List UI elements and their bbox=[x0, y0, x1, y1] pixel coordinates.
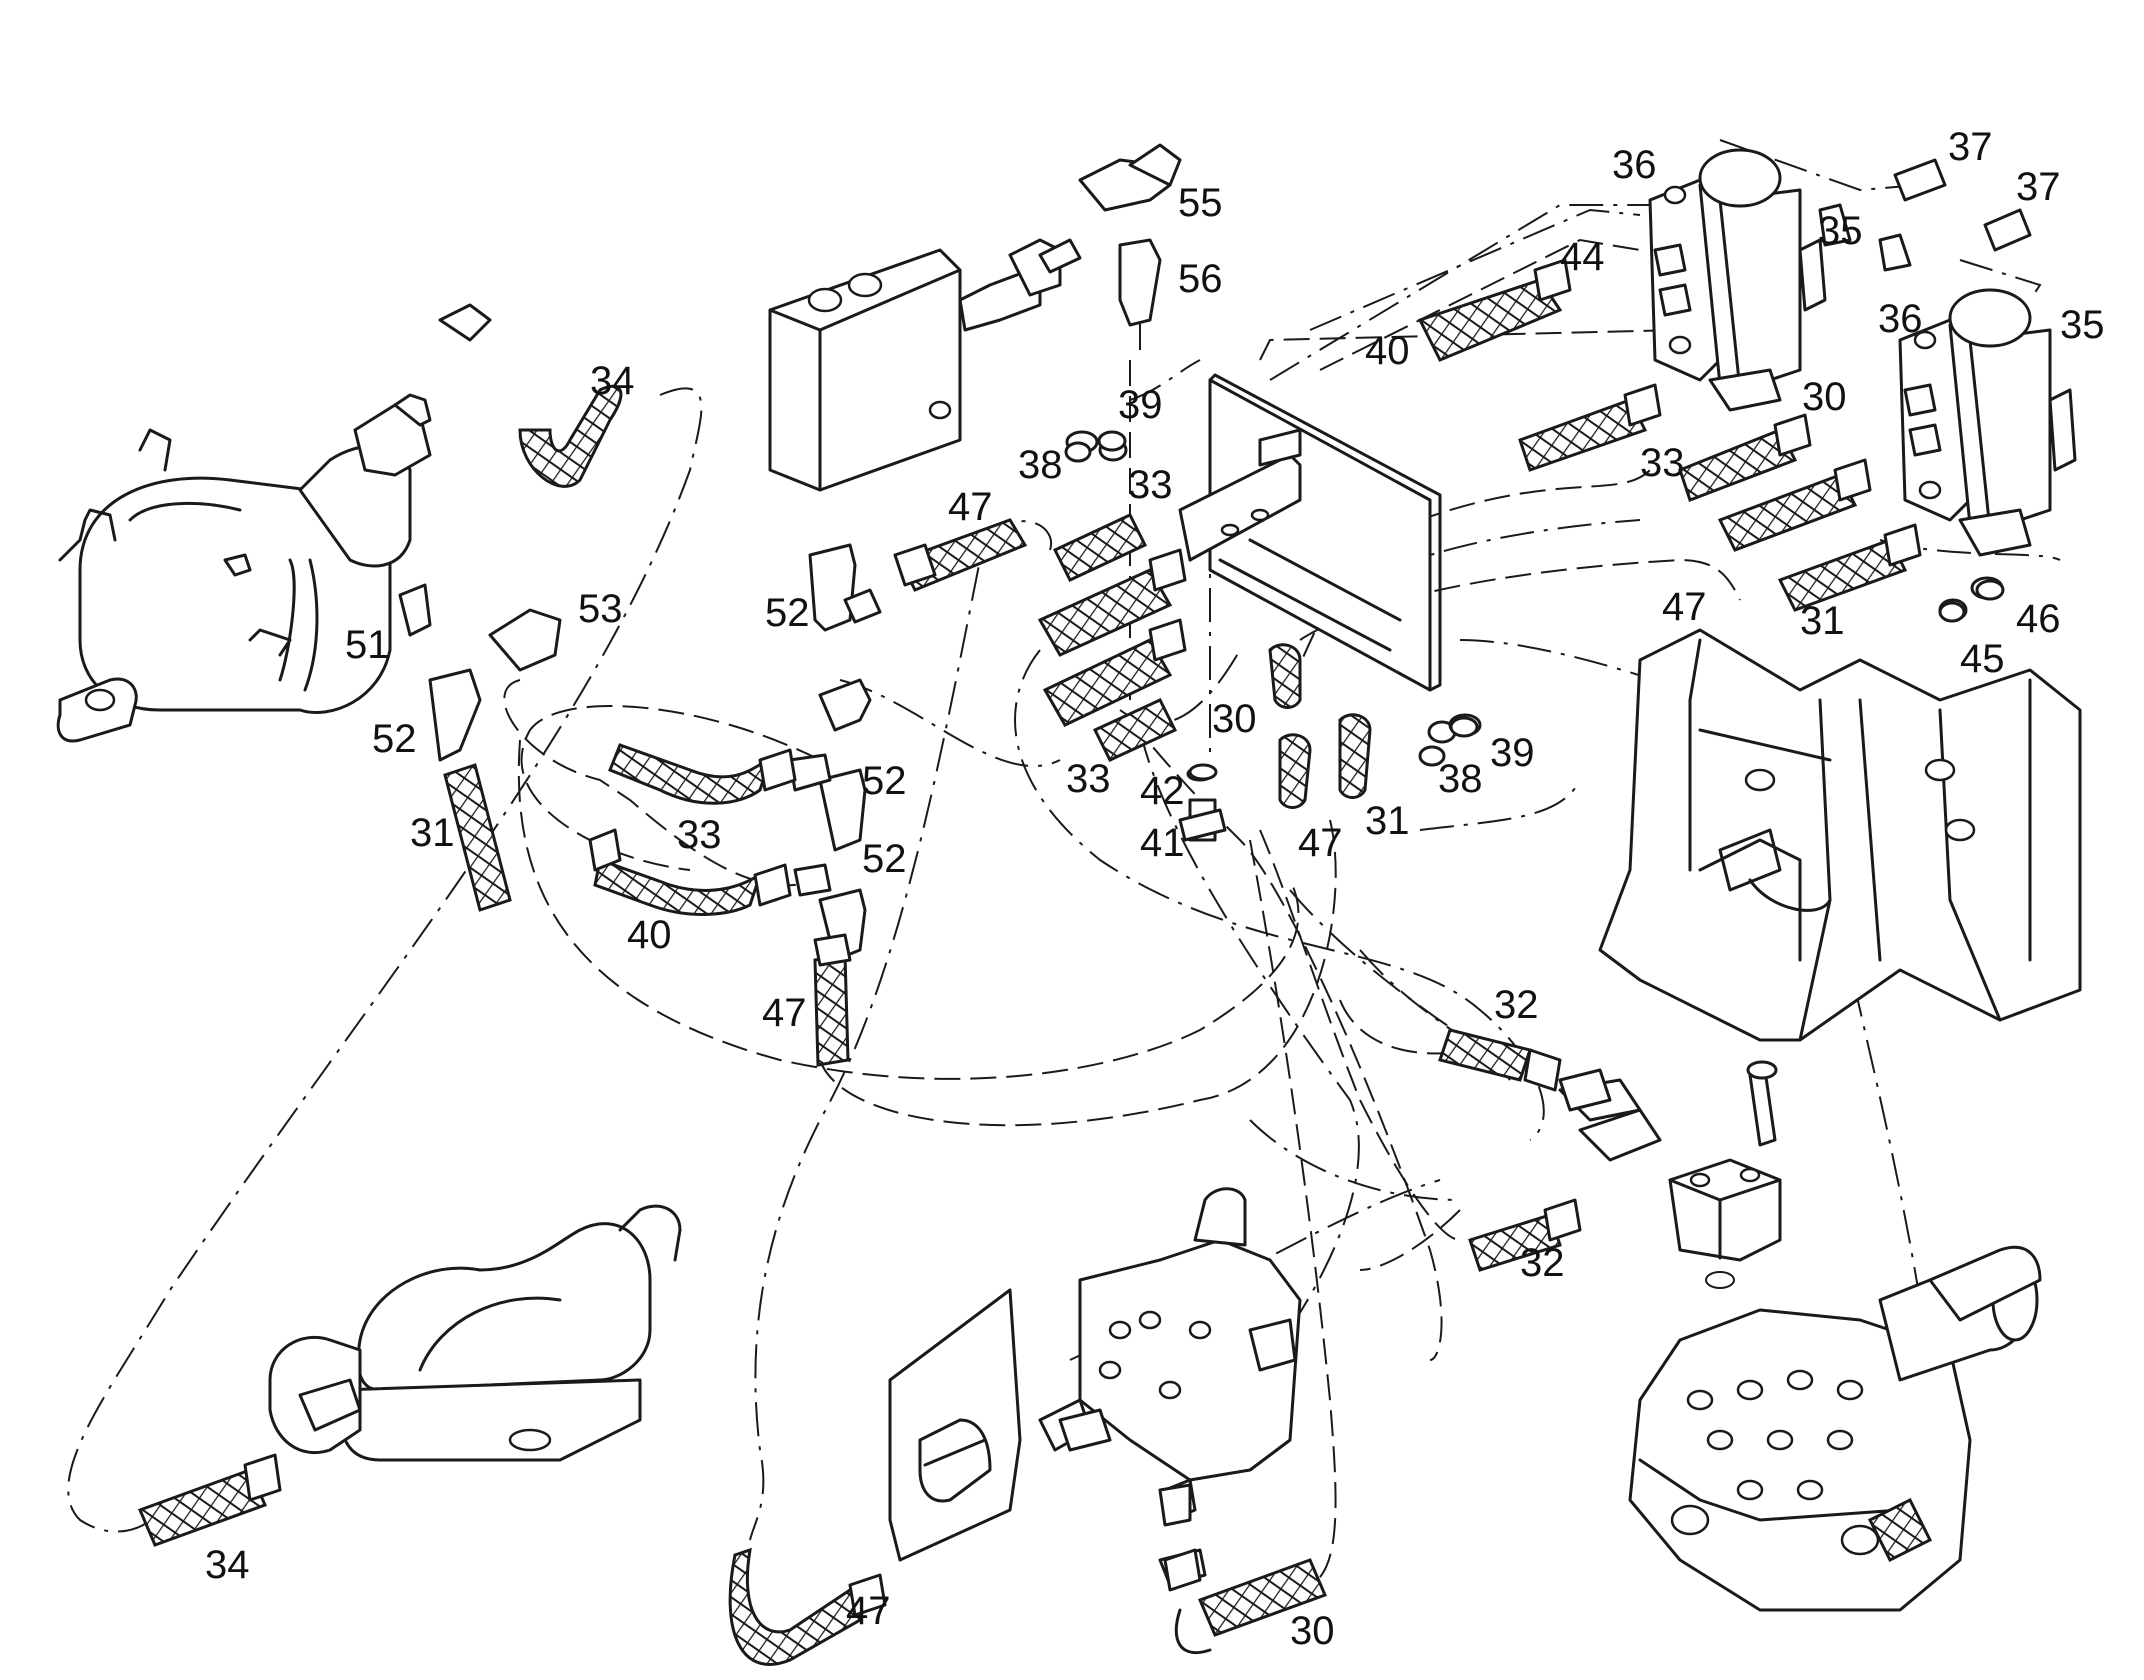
callout-36: 36 bbox=[1878, 297, 1923, 341]
valve-block bbox=[768, 143, 1182, 492]
callout-47: 47 bbox=[1298, 821, 1343, 865]
callout-31: 31 bbox=[1800, 599, 1845, 643]
manifold-block bbox=[1558, 1060, 1782, 1289]
callout-34: 34 bbox=[590, 359, 635, 403]
callout-40: 40 bbox=[1365, 329, 1410, 373]
callout-32: 32 bbox=[1494, 983, 1539, 1027]
washers-bolts bbox=[1064, 158, 2032, 842]
accumulator-lower bbox=[268, 1204, 682, 1462]
callout-labels: 55 56 34 39 38 33 47 52 51 53 52 31 33 5… bbox=[205, 125, 2105, 1653]
callout-37: 37 bbox=[1948, 125, 1993, 169]
callout-52: 52 bbox=[765, 591, 810, 635]
callout-42: 42 bbox=[1140, 769, 1185, 813]
callout-38: 38 bbox=[1018, 443, 1063, 487]
callout-52: 52 bbox=[372, 717, 417, 761]
callout-37: 37 bbox=[2016, 165, 2061, 209]
callout-45: 45 bbox=[1960, 637, 2005, 681]
callout-31: 31 bbox=[410, 811, 455, 855]
callout-36: 36 bbox=[1612, 143, 1657, 187]
solenoid-valve-lower bbox=[1898, 288, 2077, 557]
callout-30: 30 bbox=[1290, 1609, 1335, 1653]
callout-47: 47 bbox=[948, 485, 993, 529]
solenoid-valve-upper bbox=[1648, 148, 1827, 412]
callout-35: 35 bbox=[1818, 209, 1863, 253]
callout-41: 41 bbox=[1140, 821, 1185, 865]
callout-34: 34 bbox=[205, 1543, 250, 1587]
callout-39: 39 bbox=[1490, 731, 1535, 775]
control-valve bbox=[1628, 1245, 2042, 1612]
callout-32: 32 bbox=[1520, 1241, 1565, 1285]
callout-35: 35 bbox=[2060, 303, 2105, 347]
callout-33: 33 bbox=[1640, 441, 1685, 485]
callout-33: 33 bbox=[1128, 463, 1173, 507]
callout-47: 47 bbox=[1662, 585, 1707, 629]
hose-end-nuts bbox=[243, 258, 1922, 1617]
separator-plate bbox=[1178, 373, 1442, 692]
callout-47: 47 bbox=[762, 991, 807, 1035]
callout-46: 46 bbox=[2016, 597, 2061, 641]
callout-47: 47 bbox=[846, 1589, 891, 1633]
callout-33: 33 bbox=[677, 813, 722, 857]
callout-55: 55 bbox=[1178, 181, 1223, 225]
callout-33: 33 bbox=[1066, 757, 1111, 801]
chassis-bracket bbox=[1598, 628, 2082, 1042]
callout-44: 44 bbox=[1560, 235, 1605, 279]
callout-31: 31 bbox=[1365, 799, 1410, 843]
callout-56: 56 bbox=[1178, 257, 1223, 301]
callout-51: 51 bbox=[345, 623, 390, 667]
callout-30: 30 bbox=[1802, 375, 1847, 419]
callout-38: 38 bbox=[1438, 757, 1483, 801]
mounting-plate bbox=[888, 1288, 1022, 1562]
callout-30: 30 bbox=[1212, 697, 1257, 741]
accumulator-upper bbox=[56, 393, 432, 743]
callout-52: 52 bbox=[862, 837, 907, 881]
pump bbox=[1038, 1187, 1302, 1522]
callout-40: 40 bbox=[627, 913, 672, 957]
callout-53: 53 bbox=[578, 587, 623, 631]
callout-52: 52 bbox=[862, 759, 907, 803]
hose-assemblies bbox=[137, 278, 1908, 1666]
callout-39: 39 bbox=[1118, 383, 1163, 427]
